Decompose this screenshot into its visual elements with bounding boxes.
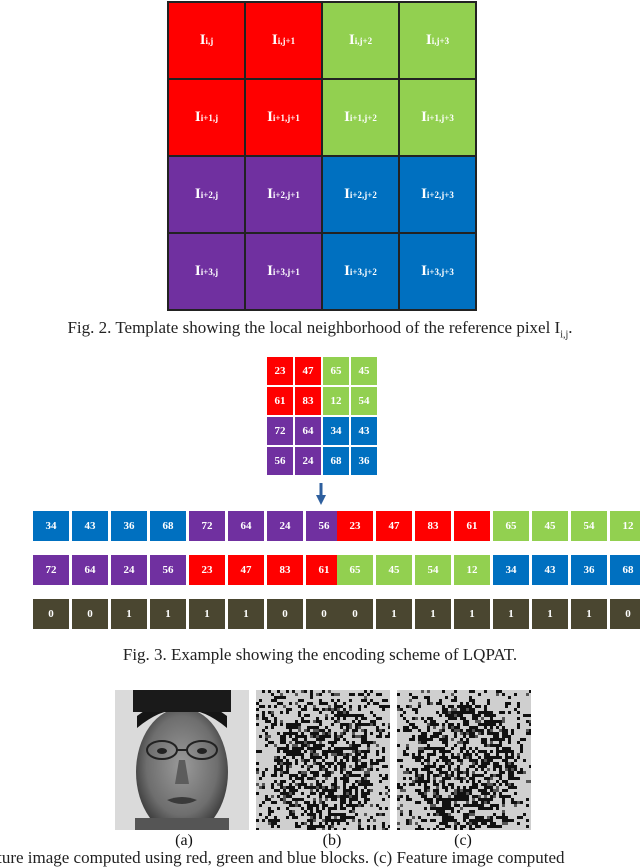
value-cell: 45 — [532, 511, 568, 541]
bit-cell: 0 — [337, 599, 373, 629]
value-cell: 24 — [267, 511, 303, 541]
pixel-cell: 65 — [322, 356, 350, 386]
value-cell: 12 — [610, 511, 640, 541]
value-cell: 61 — [306, 555, 342, 585]
pixel-cell: 47 — [294, 356, 322, 386]
fig2-caption: Fig. 2. Template showing the local neigh… — [67, 318, 573, 341]
bit-cell: 0 — [267, 599, 303, 629]
value-cell: 36 — [571, 555, 607, 585]
value-cell: 64 — [228, 511, 264, 541]
value-cell: 36 — [111, 511, 147, 541]
pixel-cell: 64 — [294, 416, 322, 446]
value-cell: 68 — [150, 511, 186, 541]
fig4-caption: eature image computed using red, green a… — [0, 848, 565, 867]
fig3-caption: Fig. 3. Example showing the encoding sch… — [122, 645, 518, 664]
pixel-cell: 72 — [266, 416, 294, 446]
value-cell: 47 — [376, 511, 412, 541]
value-cell: 24 — [111, 555, 147, 585]
pixel-cell: 12 — [322, 386, 350, 416]
bit-cell: 0 — [72, 599, 108, 629]
pixel-cell: 61 — [266, 386, 294, 416]
value-cell: 65 — [493, 511, 529, 541]
value-cell: 34 — [33, 511, 69, 541]
value-cell: 23 — [189, 555, 225, 585]
value-cell: 72 — [189, 511, 225, 541]
bit-cell: 1 — [228, 599, 264, 629]
label-c: (c) — [454, 832, 472, 849]
bit-cell: 1 — [189, 599, 225, 629]
pixel-cell: 56 — [266, 446, 294, 476]
value-cell: 12 — [454, 555, 490, 585]
value-cell: 83 — [415, 511, 451, 541]
bit-cell: 0 — [33, 599, 69, 629]
value-cell: 56 — [150, 555, 186, 585]
pixel-cell: 36 — [350, 446, 378, 476]
value-cell: 34 — [493, 555, 529, 585]
pixel-cell: 23 — [266, 356, 294, 386]
pixel-cell: 45 — [350, 356, 378, 386]
value-cell: 45 — [376, 555, 412, 585]
bit-cell: 1 — [415, 599, 451, 629]
value-cell: 47 — [228, 555, 264, 585]
pixel-cell: 54 — [350, 386, 378, 416]
value-cell: 64 — [72, 555, 108, 585]
value-cell: 54 — [415, 555, 451, 585]
bit-cell: 1 — [150, 599, 186, 629]
bit-cell: 1 — [532, 599, 568, 629]
bit-cell: 1 — [571, 599, 607, 629]
label-a: (a) — [175, 832, 193, 849]
bit-cell: 0 — [610, 599, 640, 629]
pixel-cell: 68 — [322, 446, 350, 476]
value-cell: 43 — [72, 511, 108, 541]
bit-cell: 1 — [454, 599, 490, 629]
value-cell: 83 — [267, 555, 303, 585]
bit-cell: 1 — [493, 599, 529, 629]
value-cell: 54 — [571, 511, 607, 541]
face-image-original — [115, 690, 249, 830]
value-cell: 61 — [454, 511, 490, 541]
value-cell: 56 — [306, 511, 342, 541]
pixel-cell: 24 — [294, 446, 322, 476]
value-cell: 43 — [532, 555, 568, 585]
bit-cell: 0 — [306, 599, 342, 629]
feature-image-b — [256, 690, 390, 830]
bit-cell: 1 — [376, 599, 412, 629]
value-cell: 68 — [610, 555, 640, 585]
pixel-cell: 34 — [322, 416, 350, 446]
value-cell: 23 — [337, 511, 373, 541]
down-arrow-icon — [316, 483, 326, 505]
pixel-cell: 83 — [294, 386, 322, 416]
value-cell: 72 — [33, 555, 69, 585]
label-b: (b) — [322, 832, 342, 849]
bit-cell: 1 — [111, 599, 147, 629]
value-cell: 65 — [337, 555, 373, 585]
feature-image-c — [397, 690, 531, 830]
pixel-cell: 43 — [350, 416, 378, 446]
